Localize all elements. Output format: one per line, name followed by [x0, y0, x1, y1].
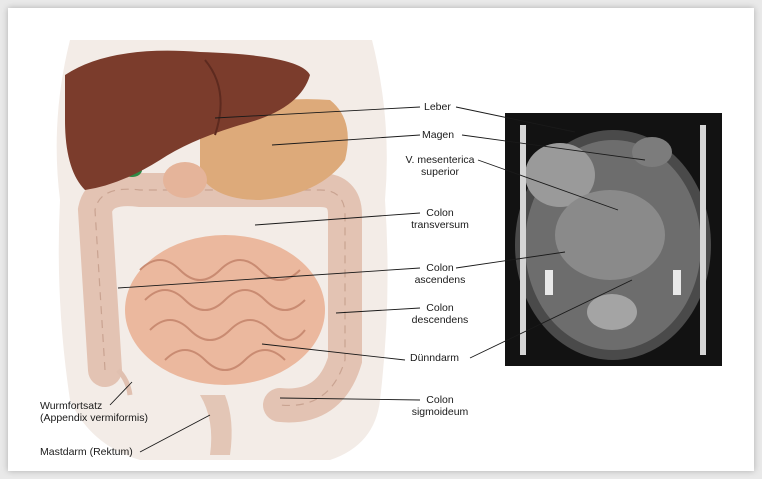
label-v-mesenterica-superior: V. mesenterica superior — [400, 154, 480, 178]
label-magen: Magen — [422, 129, 454, 141]
label-leber: Leber — [424, 101, 451, 113]
label-colon-sigmoideum: Colon sigmoideum — [400, 394, 480, 418]
label-mastdarm: Mastdarm (Rektum) — [40, 446, 133, 458]
small-intestine — [125, 235, 325, 385]
label-wurmfortsatz: Wurmfortsatz (Appendix vermiformis) — [40, 400, 148, 424]
label-colon-ascendens: Colon ascendens — [400, 262, 480, 286]
label-colon-descendens: Colon descendens — [400, 302, 480, 326]
label-colon-transversum: Colon transversum — [400, 207, 480, 231]
label-duenndarm: Dünndarm — [410, 352, 459, 364]
